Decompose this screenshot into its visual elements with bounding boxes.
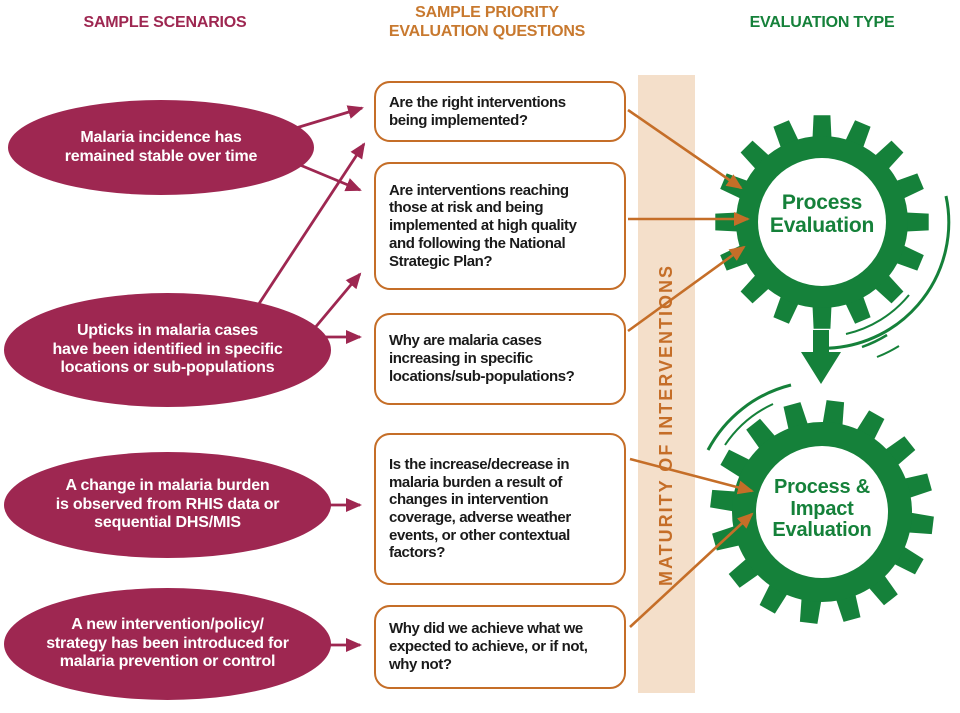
maturity-of-interventions-label: MATURITY OF INTERVENTIONS bbox=[656, 263, 676, 586]
scenario-ellipse: Malaria incidence has remained stable ov… bbox=[8, 100, 314, 195]
scenario-ellipse: A change in malaria burden is observed f… bbox=[4, 452, 331, 558]
question-to-evaluation-arrows bbox=[627, 108, 754, 628]
gear-graphics bbox=[710, 115, 934, 624]
question-box: Is the increase/decrease in malaria burd… bbox=[374, 433, 626, 585]
process-impact-evaluation-label: Process & Impact Evaluation bbox=[772, 476, 872, 542]
question-box: Are interventions reaching those at risk… bbox=[374, 162, 626, 290]
scenario-ellipse: A new intervention/policy/ strategy has … bbox=[4, 588, 331, 700]
question-box: Are the right interventions being implem… bbox=[374, 81, 626, 142]
maturity-of-interventions-bar bbox=[638, 75, 695, 693]
scenario-ellipse: Upticks in malaria cases have been ident… bbox=[4, 293, 331, 407]
gear-link-down-arrow-icon bbox=[801, 330, 841, 384]
question-box: Why did we achieve what we expected to a… bbox=[374, 605, 626, 689]
gear-motion-arcs bbox=[706, 195, 951, 451]
process-evaluation-label: Process Evaluation bbox=[769, 191, 875, 237]
scenarios-column-header: SAMPLE SCENARIOS bbox=[83, 14, 247, 31]
question-box: Why are malaria cases increasing in spec… bbox=[374, 313, 626, 405]
evaluation-type-column-header: EVALUATION TYPE bbox=[749, 14, 895, 31]
questions-column-header: SAMPLE PRIORITY EVALUATION QUESTIONS bbox=[388, 4, 586, 40]
